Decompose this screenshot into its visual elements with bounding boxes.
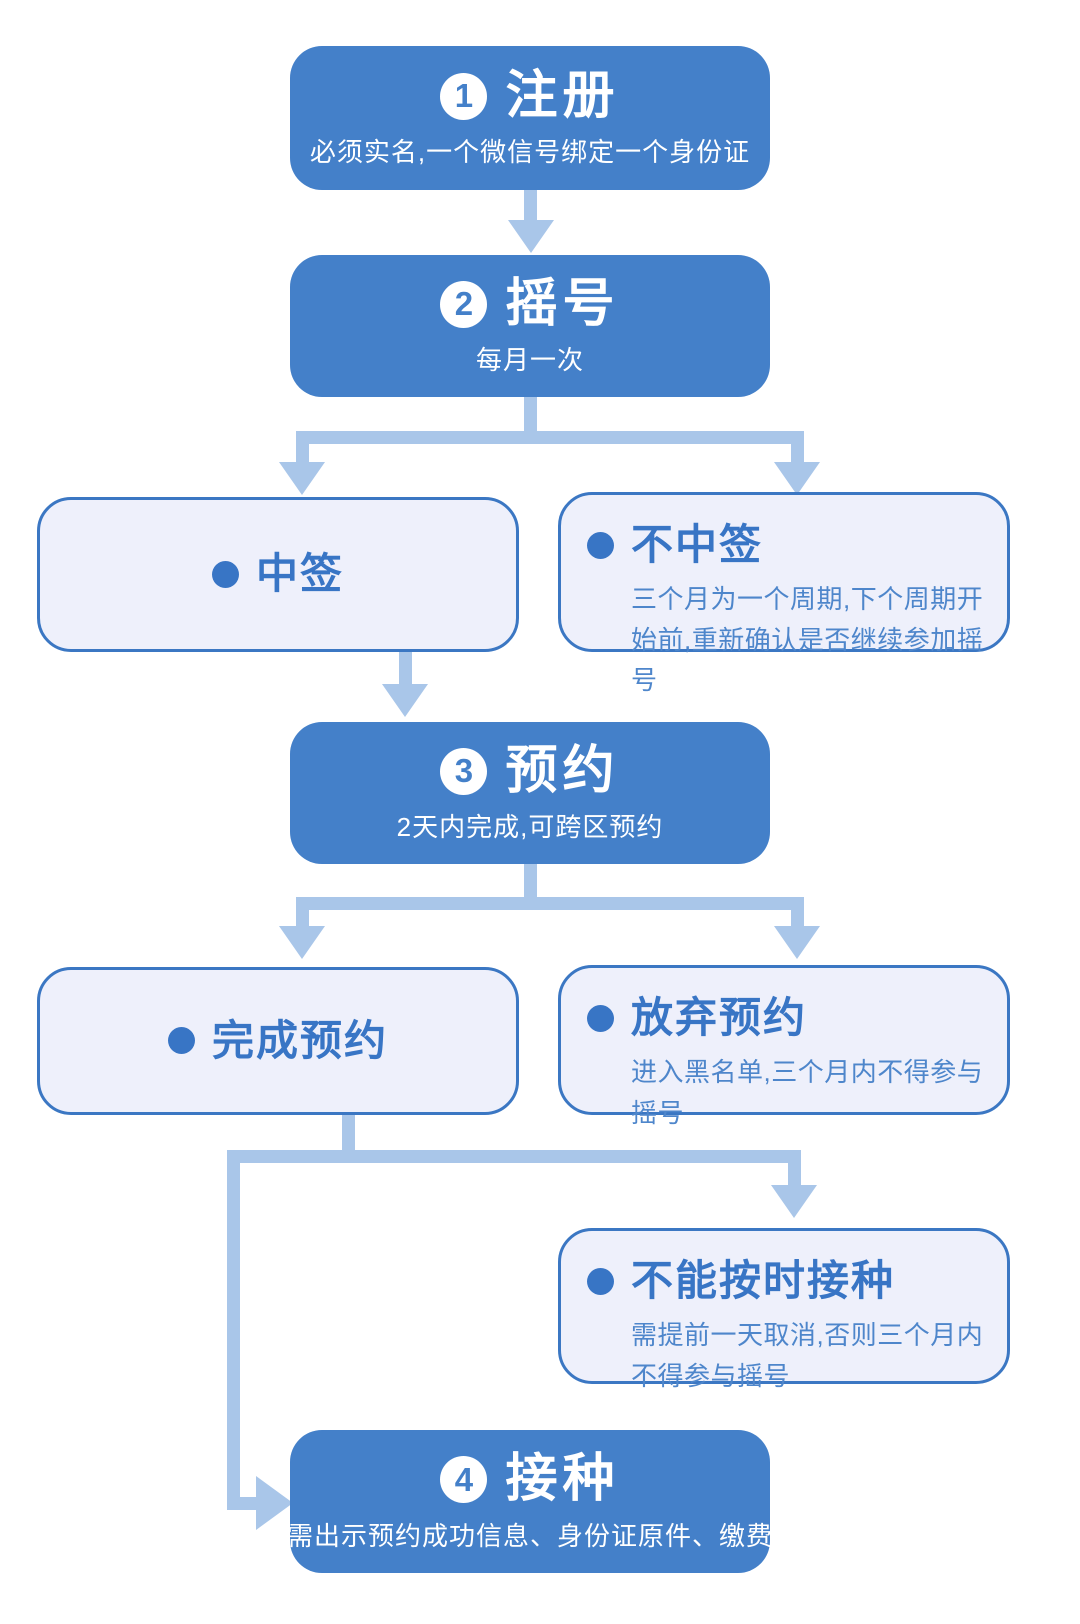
outcome-label: 中签 [255, 550, 344, 598]
outcome-label: 完成预约 [211, 1016, 388, 1064]
connector-line [524, 397, 537, 431]
step-subtitle: 需出示预约成功信息、身份证原件、缴费 [287, 1520, 774, 1551]
connector-line [791, 910, 804, 926]
connector-line [788, 1163, 801, 1185]
outcome-title: 中签 [211, 550, 344, 598]
step-subtitle: 必须实名,一个微信号绑定一个身份证 [309, 137, 751, 167]
step-number-badge: 3 [440, 747, 488, 795]
step-number-badge: 1 [440, 72, 488, 120]
outcome-box-complete: 完成预约 [37, 967, 519, 1115]
step-title-row: 4 接种 [440, 1451, 619, 1508]
arrow-down-icon [508, 220, 554, 253]
step-subtitle: 每月一次 [475, 345, 584, 375]
step-box-lottery: 2 摇号 每月一次 [290, 255, 770, 397]
step-title: 接种 [505, 1450, 620, 1509]
connector-line [296, 431, 804, 444]
outcome-label: 不能按时接种 [631, 1257, 896, 1304]
bullet-icon [587, 531, 614, 559]
connector-line [524, 190, 537, 220]
outcome-title: 不中签 [587, 521, 989, 569]
arrow-down-icon [771, 1185, 817, 1218]
arrow-right-icon [256, 1476, 293, 1530]
arrow-down-icon [279, 462, 325, 495]
connector-line [227, 1150, 801, 1163]
connector-line [791, 444, 804, 462]
outcome-box-win: 中签 [37, 497, 519, 652]
connector-line [227, 1163, 240, 1510]
bullet-icon [211, 560, 239, 588]
step-title-row: 3 预约 [440, 741, 620, 800]
outcome-box-lose: 不中签 三个月为一个周期,下个周期开始前,重新确认是否继续参加摇号 [558, 492, 1010, 695]
connector-line [296, 444, 309, 462]
connector-line [342, 1115, 355, 1150]
bullet-icon [587, 1267, 614, 1295]
outcome-note: 三个月为一个周期,下个周期开始前,重新确认是否继续参加摇号 [631, 584, 984, 695]
step-title-row: 2 摇号 [440, 274, 620, 333]
connector-line [524, 864, 537, 897]
step-box-register: 1 注册 必须实名,一个微信号绑定一个身份证 [290, 46, 770, 190]
step-box-appointment: 3 预约 2天内完成,可跨区预约 [290, 722, 770, 864]
outcome-box-miss: 不能按时接种 需提前一天取消,否则三个月内不得参与摇号 [558, 1228, 1010, 1391]
step-title: 摇号 [505, 274, 620, 333]
connector-line [240, 1497, 258, 1510]
step-number-badge: 2 [440, 280, 488, 328]
step-box-vaccinate: 4 接种 需出示预约成功信息、身份证原件、缴费 [287, 1430, 774, 1573]
outcome-box-abandon: 放弃预约 进入黑名单,三个月内不得参与摇号 [558, 965, 1010, 1128]
step-subtitle: 2天内完成,可跨区预约 [396, 812, 664, 842]
arrow-down-icon [774, 462, 820, 495]
arrow-down-icon [279, 926, 325, 959]
outcome-title: 不能按时接种 [587, 1257, 989, 1305]
step-title: 注册 [505, 66, 620, 125]
outcome-title: 完成预约 [167, 1016, 388, 1065]
connector-line [296, 910, 309, 926]
outcome-note: 需提前一天取消,否则三个月内不得参与摇号 [631, 1320, 984, 1391]
connector-line [399, 652, 412, 684]
outcome-note: 进入黑名单,三个月内不得参与摇号 [631, 1057, 984, 1128]
step-number-badge: 4 [440, 1456, 488, 1504]
outcome-label: 不中签 [631, 521, 764, 568]
step-title: 预约 [505, 741, 620, 800]
outcome-label: 放弃预约 [631, 994, 808, 1041]
arrow-down-icon [382, 684, 428, 717]
bullet-icon [587, 1004, 614, 1032]
outcome-title: 放弃预约 [587, 994, 989, 1042]
connector-line [296, 897, 804, 910]
step-title-row: 1 注册 [440, 66, 620, 125]
arrow-down-icon [774, 926, 820, 959]
bullet-icon [167, 1027, 195, 1055]
